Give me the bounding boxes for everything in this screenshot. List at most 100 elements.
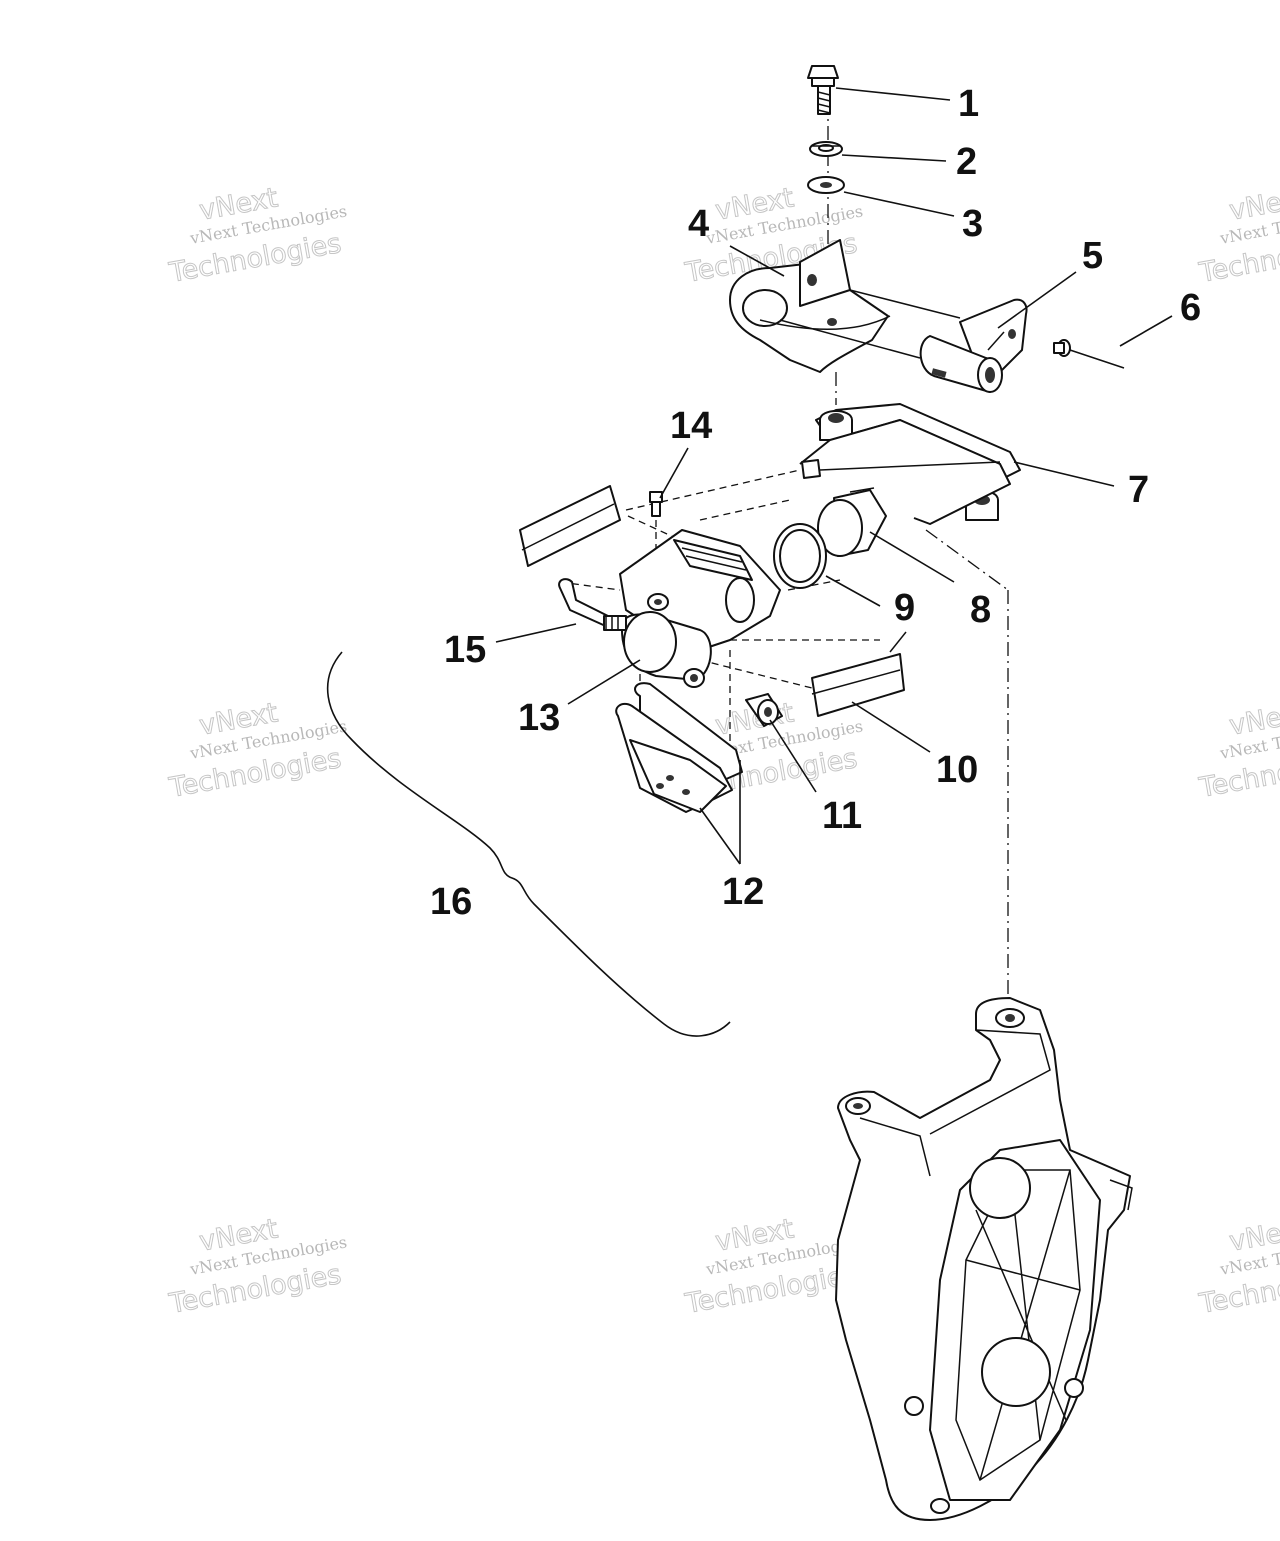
- leader-10: [851, 701, 931, 753]
- shim-left-fold: [521, 503, 615, 551]
- bleeder-bore: [764, 707, 772, 717]
- part-caliper-frame: [799, 403, 1021, 525]
- housing-left-hole: [853, 1103, 863, 1109]
- part-drive-housing: [835, 997, 1133, 1521]
- housing-mount-hole: [1005, 1014, 1015, 1022]
- piston-face: [817, 499, 863, 557]
- callout-2: 2: [956, 141, 977, 183]
- frame-lug-top-hole: [828, 413, 844, 423]
- assembly-brace-16: [326, 651, 731, 1037]
- part-retaining-pin: [558, 578, 627, 631]
- leader-3: [843, 191, 955, 217]
- retaining-pin-body: [603, 615, 627, 631]
- watermark: vNext vNext Technologies Technologies: [166, 697, 349, 804]
- callout-14: 14: [670, 405, 712, 447]
- frame-edge: [819, 461, 1001, 471]
- housing-right-tab: [1109, 1179, 1133, 1211]
- bracket-round-hole: [742, 289, 788, 327]
- watermark: vNext vNext Technologies Technologies: [166, 182, 349, 289]
- pin-body: [1053, 342, 1065, 354]
- housing-upper-hub: [969, 1157, 1031, 1219]
- shim-right-fold: [811, 669, 901, 695]
- part-caliper-body: [619, 529, 781, 688]
- pad-rear: [634, 682, 743, 781]
- shim-right-plate: [811, 653, 905, 717]
- leader-7: [1013, 461, 1115, 487]
- washer-hole: [820, 182, 832, 188]
- housing-cover-frame: [929, 1139, 1101, 1501]
- lever-slot: [931, 368, 947, 378]
- leader-13: [567, 659, 641, 705]
- pad-rivet-3: [682, 789, 690, 795]
- bracket-hole-lower: [827, 318, 837, 326]
- housing-top-edge: [929, 1029, 1051, 1135]
- part-brake-pads: [615, 682, 743, 813]
- caliper-boss-hole: [654, 599, 662, 605]
- housing-cover-inner: [955, 1169, 1081, 1482]
- callout-1: 1: [958, 83, 979, 125]
- dash-bottom: [699, 659, 821, 691]
- part-brake-lever: [919, 298, 1028, 393]
- part-seal-ring: [773, 523, 827, 589]
- housing-right-boss: [1064, 1378, 1084, 1398]
- bracket-fold: [759, 315, 891, 330]
- callout-3: 3: [962, 203, 983, 245]
- dash-left: [559, 581, 621, 591]
- retaining-pin-thread: [605, 616, 619, 630]
- bolt-thread: [817, 91, 831, 114]
- part-flat-washer: [807, 176, 845, 194]
- dash-pad-top2: [627, 515, 681, 541]
- lever-hole: [1008, 329, 1016, 339]
- piston-rim: [849, 487, 875, 493]
- part-mount-bracket: [729, 239, 961, 373]
- leader-4: [729, 245, 785, 277]
- caliper-mount-ear-hole: [690, 674, 698, 682]
- caliper-bore: [725, 577, 755, 623]
- callout-4: 4: [688, 203, 709, 245]
- caliper-cylinder-face: [623, 611, 677, 673]
- bolt-head: [807, 65, 839, 79]
- part-shim-right: [811, 631, 907, 717]
- leader-6: [1119, 315, 1173, 347]
- watermark: vNext vNext Technologies Technologies: [1196, 1213, 1280, 1320]
- bracket-hole-upper: [807, 274, 817, 286]
- housing-bottom-boss: [930, 1498, 950, 1514]
- leader-11: [769, 719, 817, 793]
- pad-front-friction: [629, 739, 727, 813]
- pad-rivet-2: [666, 775, 674, 781]
- callout-9: 9: [894, 587, 915, 629]
- callout-10: 10: [936, 749, 978, 791]
- lever-sleeve-bore: [985, 367, 995, 383]
- shim-right-clip: [889, 631, 907, 653]
- watermark: vNext vNext Technologies Technologies: [166, 1213, 349, 1320]
- frame-tab: [801, 459, 821, 479]
- housing-lower-hub: [981, 1337, 1051, 1407]
- part-bolt: [807, 65, 839, 115]
- part-piston: [817, 487, 887, 557]
- pin-cable: [1069, 349, 1125, 369]
- callout-11: 11: [822, 795, 862, 837]
- leader-1: [835, 87, 951, 101]
- part-cable-pin: [1053, 339, 1125, 369]
- callout-16: 16: [430, 881, 472, 923]
- mount-axis-diag: [925, 529, 1009, 591]
- callout-labels: 1 2 3 4 5 6 7 8 9 10 11 12 13 14 15 16: [430, 83, 1201, 923]
- housing-cover-ribs: [965, 1169, 1081, 1481]
- dash-piston: [787, 579, 841, 591]
- watermark: vNext vNext Technologies Technologies: [1196, 182, 1280, 289]
- callout-5: 5: [1082, 235, 1103, 277]
- housing-side-boss: [904, 1396, 924, 1416]
- caliper-fin-lines: [681, 547, 747, 571]
- callout-8: 8: [970, 589, 991, 631]
- leader-15: [495, 623, 577, 643]
- part-bleeder-screw: [649, 491, 663, 517]
- leader-14: [659, 447, 689, 499]
- part-shim-left: [519, 485, 621, 567]
- bolt-head-side: [811, 77, 835, 87]
- callout-15: 15: [444, 629, 486, 671]
- lever-web: [987, 331, 1005, 351]
- callout-6: 6: [1180, 287, 1201, 329]
- leader-12: [699, 760, 741, 865]
